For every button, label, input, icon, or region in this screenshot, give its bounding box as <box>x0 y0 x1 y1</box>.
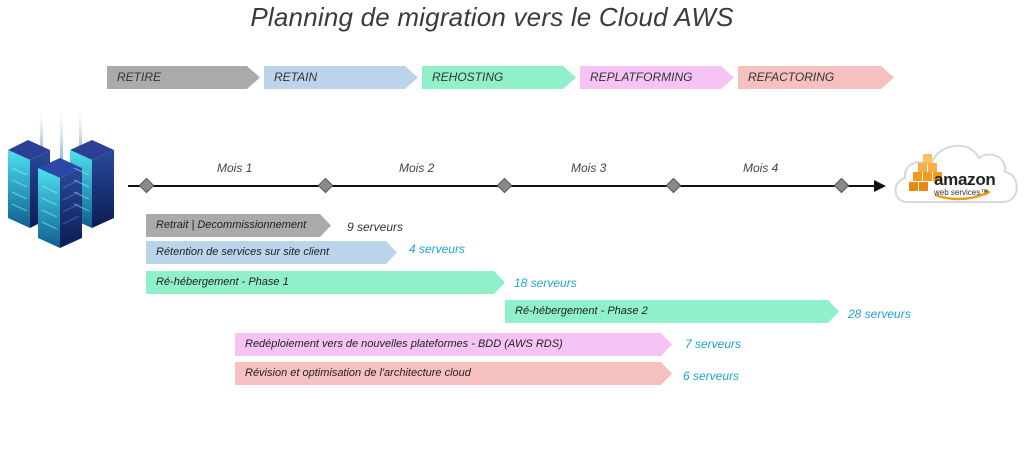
month-label: Mois 2 <box>399 161 435 175</box>
milestone-marker <box>665 177 682 194</box>
aws-logo-text: amazon <box>934 170 996 189</box>
task-bar-refactoring: Révision et optimisation de l'architectu… <box>235 362 672 385</box>
month-label: Mois 4 <box>743 161 779 175</box>
aws-logo-icon <box>894 144 1018 203</box>
task-count: 9 serveurs <box>347 220 404 234</box>
task-label: Rétention de services sur site client <box>156 246 330 258</box>
task-bar-replatforming: Redéploiement vers de nouvelles platefor… <box>235 333 672 356</box>
phase-rehosting: REHOSTING <box>422 66 576 89</box>
phase-label: RETAIN <box>274 70 318 84</box>
task-bar-retain: Rétention de services sur site client <box>146 241 397 264</box>
phase-label: RETIRE <box>117 70 162 84</box>
phase-retire: RETIRE <box>107 66 260 89</box>
task-count: 7 serveurs <box>685 337 742 351</box>
task-bar-rehosting-1: Ré-hébergement - Phase 1 <box>146 271 505 294</box>
phase-label: REPLATFORMING <box>590 70 693 84</box>
task-count: 4 serveurs <box>409 242 466 256</box>
task-count: 28 serveurs <box>848 307 911 321</box>
task-count: 6 serveurs <box>683 369 740 383</box>
task-label: Révision et optimisation de l'architectu… <box>245 367 471 379</box>
phase-replatforming: REPLATFORMING <box>580 66 734 89</box>
milestone-marker <box>138 177 155 194</box>
timeline-arrow-icon <box>874 180 886 192</box>
milestone-marker <box>317 177 334 194</box>
phase-refactoring: REFACTORING <box>738 66 894 89</box>
phase-label: REFACTORING <box>748 70 835 84</box>
task-bar-retire: Retrait | Decommissionnement <box>146 214 331 237</box>
task-count: 18 serveurs <box>514 276 577 290</box>
month-label: Mois 3 <box>571 161 607 175</box>
aws-logo-subtext: web services™ <box>934 188 989 197</box>
page-title: Planning de migration vers le Cloud AWS <box>250 2 734 32</box>
task-label: Ré-hébergement - Phase 2 <box>515 305 648 317</box>
task-label: Ré-hébergement - Phase 1 <box>156 276 289 288</box>
milestone-marker <box>496 177 513 194</box>
milestone-marker <box>833 177 850 194</box>
server-cluster-icon <box>8 112 114 248</box>
phase-label: REHOSTING <box>432 70 504 84</box>
month-label: Mois 1 <box>217 161 253 175</box>
task-label: Retrait | Decommissionnement <box>156 219 307 231</box>
phase-retain: RETAIN <box>264 66 418 89</box>
task-label: Redéploiement vers de nouvelles platefor… <box>245 338 563 350</box>
task-bar-rehosting-2: Ré-hébergement - Phase 2 <box>505 300 839 323</box>
